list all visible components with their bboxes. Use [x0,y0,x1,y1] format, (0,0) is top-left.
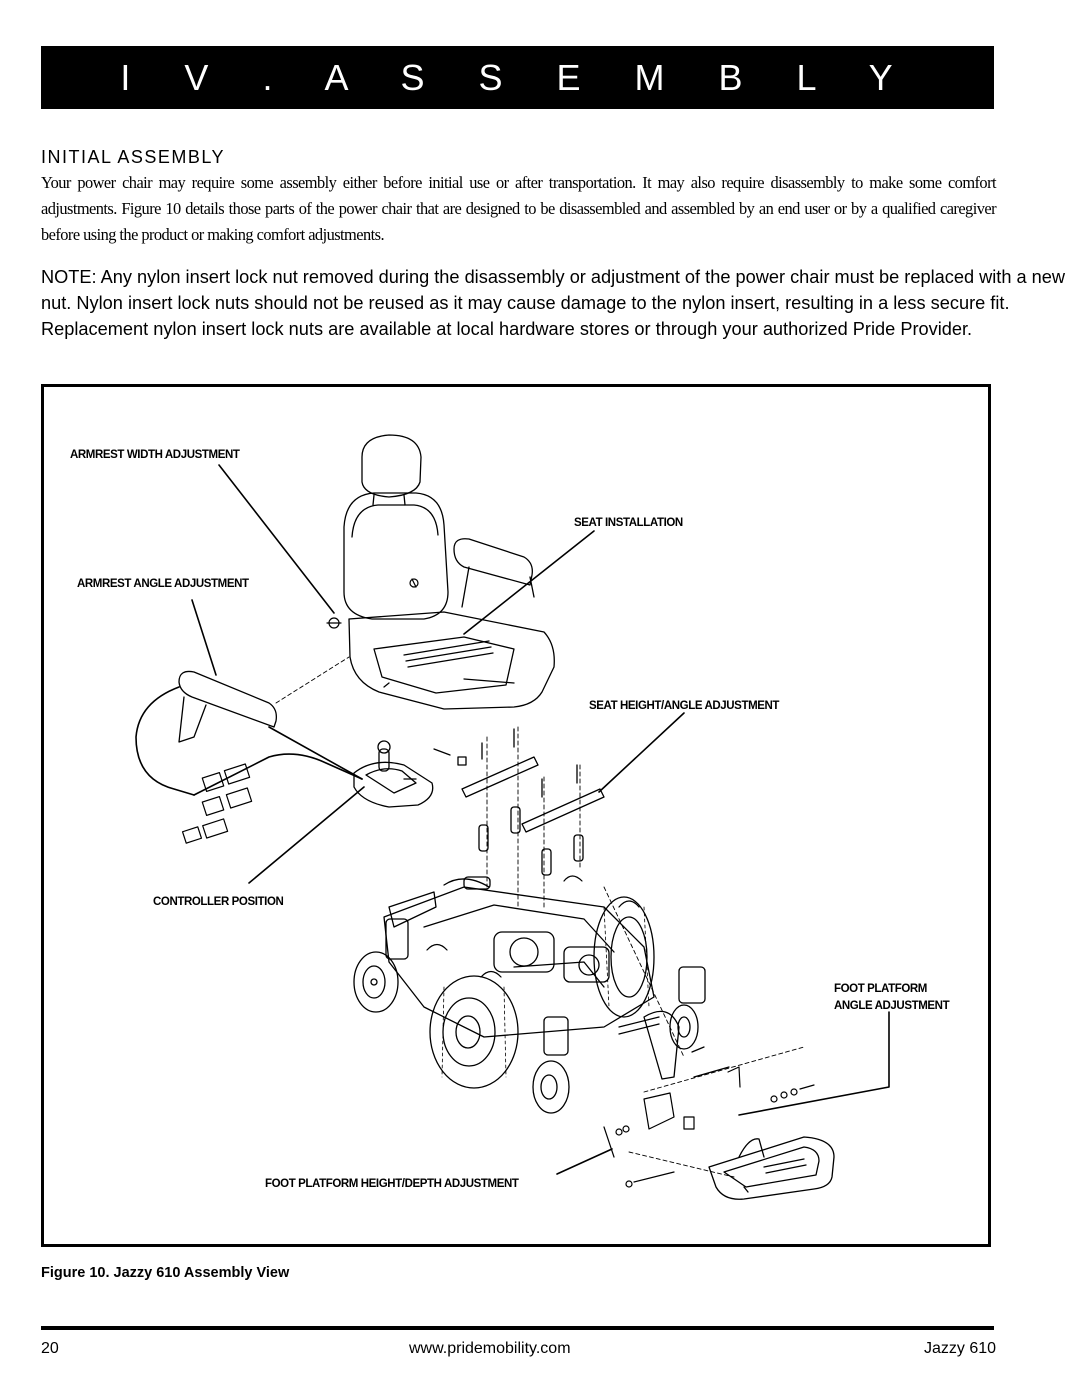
callout-foot-platform-angle: FOOT PLATFORM ANGLE ADJUSTMENT [834,981,950,1015]
callout-controller-position: CONTROLLER POSITION [153,896,284,908]
footer-model: Jazzy 610 [924,1340,997,1357]
seat-back [343,492,449,620]
power-chair-exploded-drawing [135,434,890,1200]
joystick-controller [353,740,434,808]
cable-connectors [181,763,253,844]
guide-lines [275,656,805,1178]
headrest [361,434,422,506]
callout-seat-height-angle: SEAT HEIGHT/ANGLE ADJUSTMENT [589,700,780,712]
drive-wheel-left [429,975,519,1089]
armrest-bolt [326,578,419,629]
front-caster-left [532,1016,570,1114]
callout-armrest-angle: ARMREST ANGLE ADJUSTMENT [77,578,249,590]
callout-seat-installation: SEAT INSTALLATION [574,517,683,529]
controller-cable [135,686,363,796]
foot-platform [708,1136,835,1200]
assembly-figure: ARMREST WIDTH ADJUSTMENT SEAT INSTALLATI… [41,384,991,1247]
foot-hardware [603,1066,815,1188]
callout-foot-platform-height: FOOT PLATFORM HEIGHT/DEPTH ADJUSTMENT [265,1178,519,1190]
power-base [383,876,655,1038]
footer-url: www.pridemobility.com [409,1340,571,1357]
seat-posts [433,728,605,876]
callout-armrest-width: ARMREST WIDTH ADJUSTMENT [70,449,240,461]
section-banner: I V . A S S E M B L Y [41,46,994,109]
rear-caster-left [353,918,409,1013]
page-number: 20 [41,1340,59,1357]
note-paragraph: NOTE: Any nylon insert lock nut removed … [41,267,1066,339]
seat-cushion [348,611,555,710]
figure-caption: Figure 10. Jazzy 610 Assembly View [41,1265,290,1281]
u-brackets [426,875,640,978]
left-armrest [178,670,277,743]
front-caster-right [669,966,706,1050]
footer-rule [41,1326,994,1330]
intro-paragraph: Your power chair may require some assemb… [41,173,997,244]
right-armrest [453,538,535,608]
section-banner-title: I V . A S S E M B L Y [120,56,915,98]
callout-foot-platform-angle-line2: ANGLE ADJUSTMENT [834,1000,950,1012]
foot-platform-hanger [618,1010,705,1080]
leader-lines [191,464,890,1175]
section-heading: INITIAL ASSEMBLY [41,147,226,167]
drive-wheel-right [593,896,655,1018]
callout-foot-platform-angle-line1: FOOT PLATFORM [834,983,927,995]
